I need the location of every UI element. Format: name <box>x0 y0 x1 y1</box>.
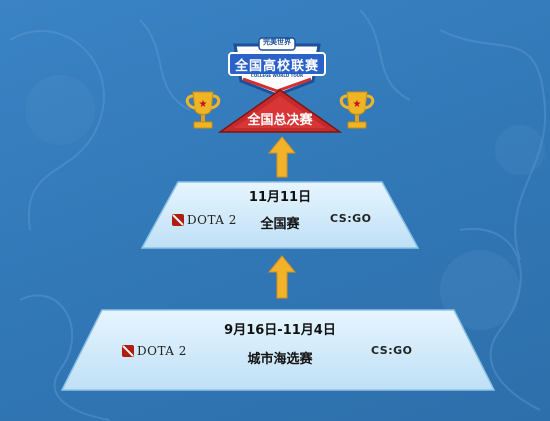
dota2-logo-text: DOTA 2 <box>187 213 237 227</box>
tier-name: 全国赛 <box>260 217 300 232</box>
trophy-icon: ★ <box>339 91 375 129</box>
trophy-icon: ★ <box>185 91 221 129</box>
csgo-logo: CS:GO <box>371 344 413 357</box>
dota2-logo: DOTA 2 <box>122 344 187 358</box>
tier-date: 9月16日-11月4日 <box>224 323 336 338</box>
national-tier: 11月11日 全国赛 <box>180 186 380 232</box>
svg-text:★: ★ <box>199 99 208 110</box>
dota2-logo-text: DOTA 2 <box>137 344 187 358</box>
dota2-icon <box>122 345 134 357</box>
badge-sub-text: COLLEGE WORLD TOUR <box>250 73 304 78</box>
dota2-logo: DOTA 2 <box>172 213 237 227</box>
svg-text:★: ★ <box>353 99 362 110</box>
tier-date: 11月11日 <box>248 190 312 205</box>
city-tier: 9月16日-11月4日 城市海选赛 <box>180 319 380 367</box>
final-plate <box>218 89 342 133</box>
league-badge-logo <box>228 37 326 97</box>
city-tier-plate <box>60 309 496 391</box>
csgo-logo: CS:GO <box>330 212 372 225</box>
badge-top-text: 完美世界 <box>263 38 291 46</box>
dota2-icon <box>172 214 184 226</box>
national-tier-plate <box>140 181 420 249</box>
badge-title: 全国高校联赛 <box>234 59 319 74</box>
tier-name: 城市海选赛 <box>247 352 313 367</box>
arrow-up-icon <box>267 136 297 178</box>
arrow-up-icon <box>267 255 297 299</box>
final-label: 全国总决赛 <box>247 113 313 128</box>
